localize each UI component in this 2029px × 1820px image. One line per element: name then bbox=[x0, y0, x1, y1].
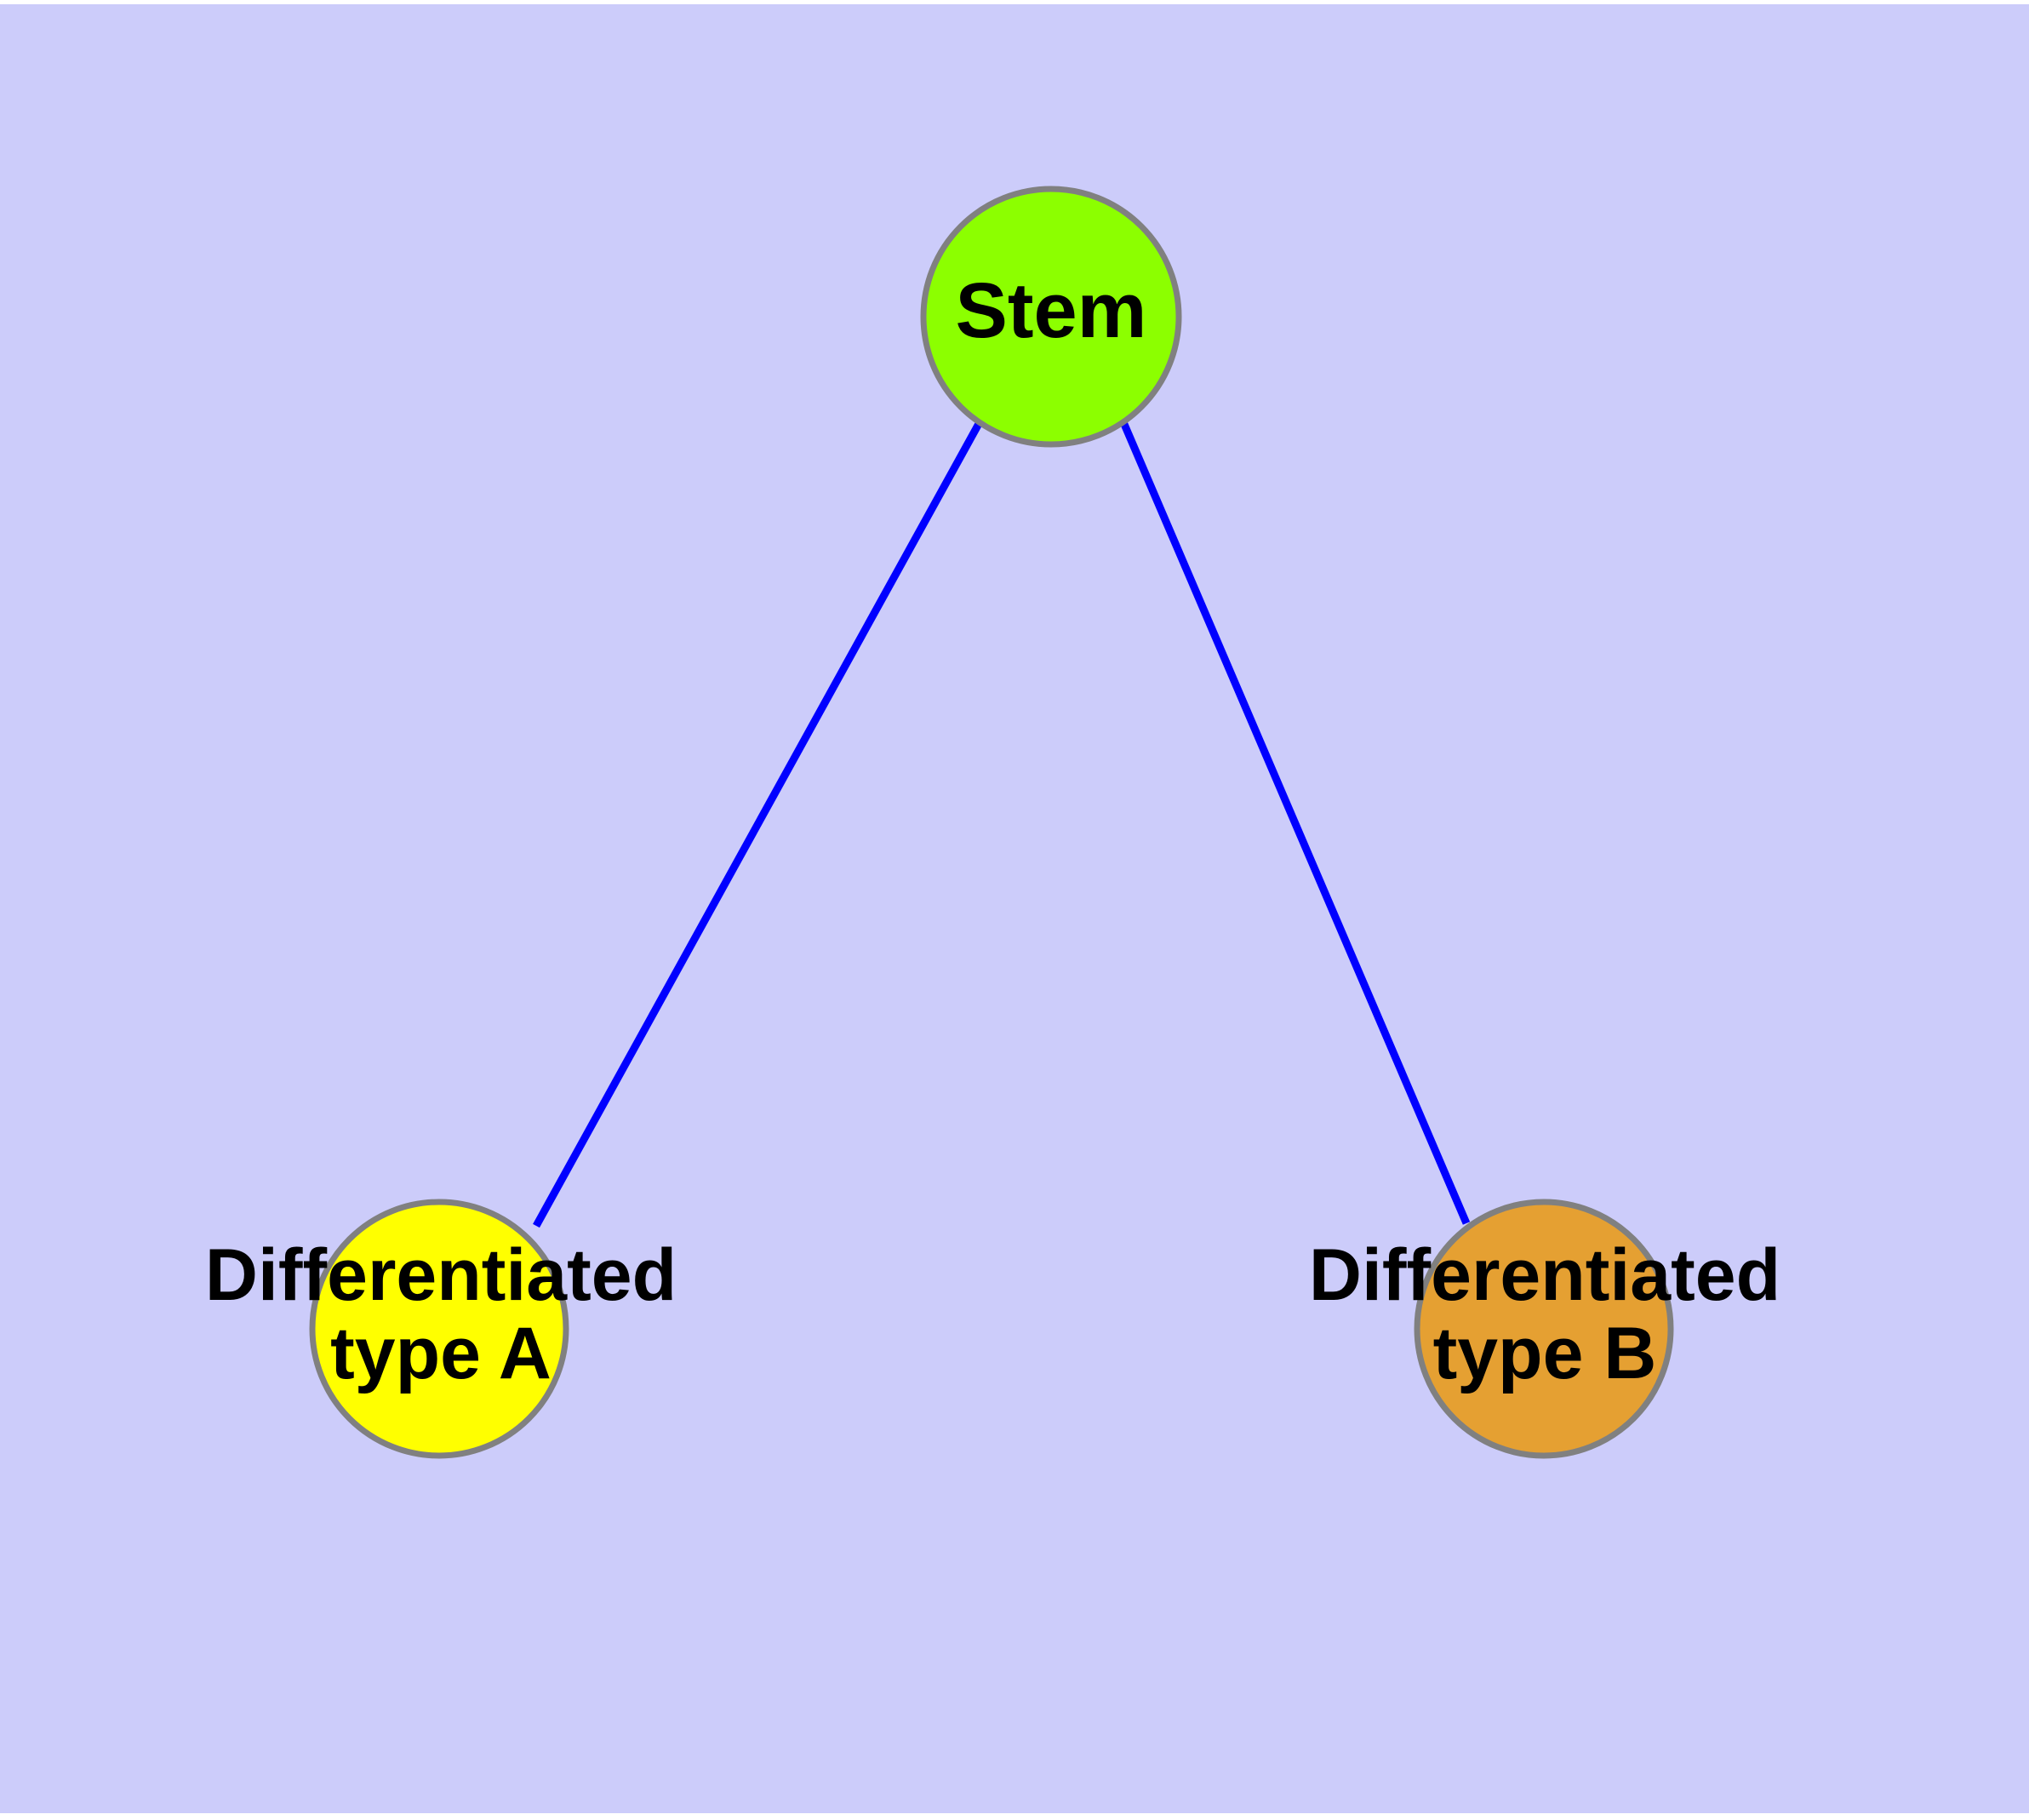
node-label-stem: Stem bbox=[956, 267, 1147, 354]
node-label-line: Stem bbox=[956, 267, 1147, 354]
node-label-line: Differentiated bbox=[1309, 1234, 1780, 1316]
node-diff_a[interactable] bbox=[309, 1199, 569, 1459]
node-label-line: type B bbox=[1433, 1313, 1657, 1394]
edges-layer bbox=[533, 420, 1471, 1228]
nodes-layer bbox=[309, 186, 1674, 1459]
node-label-line: Differentiated bbox=[205, 1234, 677, 1316]
node-diff_b[interactable] bbox=[1414, 1199, 1674, 1459]
node-label-line: type A bbox=[330, 1313, 552, 1394]
edge-stem-to-diff_b bbox=[1119, 421, 1471, 1225]
node-stem[interactable] bbox=[920, 186, 1182, 448]
edge-stem-to-diff_a bbox=[533, 420, 983, 1228]
